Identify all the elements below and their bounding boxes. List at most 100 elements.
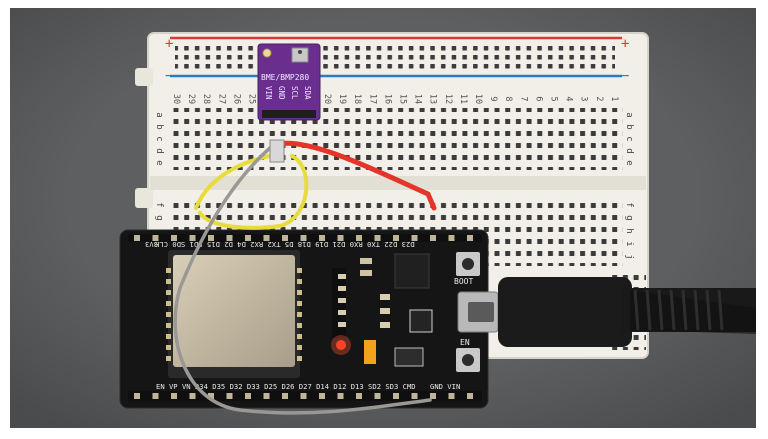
sensor-header — [262, 110, 316, 118]
en-button-cap[interactable] — [462, 354, 474, 366]
row-letter: b — [624, 124, 634, 129]
sensor-pin-label: SDA — [303, 86, 312, 100]
minus-symbol-right: − — [621, 68, 629, 84]
header-pin — [467, 393, 473, 399]
row-letter: h — [624, 228, 634, 233]
sensor-chip — [291, 47, 309, 63]
row-letter: f — [154, 202, 164, 207]
terminal-holes-abcde — [173, 108, 623, 170]
header-pin — [208, 235, 214, 241]
esp32-board: D23 D22 TX0 RX0 D21 D19 D18 D5 TX2 RX2 D… — [119, 229, 499, 409]
column-number: 18 — [352, 94, 362, 104]
castellation — [166, 301, 171, 306]
column-number: 12 — [443, 94, 453, 104]
cable-ridge — [657, 289, 664, 331]
smd-component — [338, 298, 346, 303]
micro-usb-opening — [468, 302, 494, 322]
header-pin — [171, 393, 177, 399]
header-pin — [374, 235, 381, 241]
cable-strain-relief — [633, 289, 724, 331]
column-number: 14 — [413, 94, 423, 104]
castellation — [297, 334, 302, 339]
castellation — [166, 279, 171, 284]
cable-ridge — [633, 289, 640, 331]
header-pin — [300, 393, 307, 399]
column-number: 17 — [367, 94, 377, 104]
breadboard-clip-left — [135, 68, 153, 86]
smd-component — [380, 294, 390, 300]
cable-ridge — [705, 289, 712, 331]
castellation — [297, 323, 302, 328]
row-letter: f — [624, 202, 634, 207]
header-pin — [411, 393, 418, 399]
minus-symbol-left: − — [165, 68, 173, 84]
breadboard-clip-left-2 — [135, 188, 153, 208]
header-pin — [448, 235, 455, 241]
row-letter: d — [154, 148, 164, 153]
column-number: 28 — [201, 94, 211, 104]
smd-component — [338, 310, 346, 315]
cable-ridge — [681, 289, 688, 331]
regulator-chip — [394, 347, 424, 367]
column-number: 11 — [458, 94, 468, 104]
column-number: 15 — [398, 94, 408, 104]
castellation — [297, 268, 302, 273]
jumper-wires — [173, 139, 437, 415]
power-led-glow — [331, 335, 351, 355]
header-pin — [430, 393, 436, 399]
column-number: 7 — [518, 96, 528, 101]
header-pin — [152, 393, 159, 399]
header-pin — [393, 235, 399, 241]
header-pin — [467, 235, 473, 241]
header-pin — [171, 235, 177, 241]
row-letter: i — [624, 241, 634, 246]
column-number: 8 — [503, 96, 513, 101]
row-letter: e — [154, 160, 164, 165]
tantalum-capacitor — [364, 340, 376, 364]
castellation — [166, 290, 171, 295]
column-number: 5 — [549, 96, 559, 101]
power-led — [336, 340, 346, 350]
header-pin — [282, 235, 288, 241]
header-pin — [226, 235, 233, 241]
red-wire — [275, 140, 437, 211]
wroom-shield — [173, 255, 295, 367]
sensor-vent — [298, 50, 302, 54]
row-letter: g — [154, 215, 164, 220]
gray-wire — [173, 146, 432, 415]
header-pin — [245, 235, 251, 241]
smd-resistor — [360, 258, 372, 264]
header-pin — [356, 393, 362, 399]
header-pin — [319, 393, 325, 399]
usb-plug — [498, 277, 632, 347]
cable-ridge — [669, 289, 676, 331]
header-pin — [319, 235, 325, 241]
header-pin — [189, 393, 196, 399]
sensor-label: BME/BMP280 — [261, 73, 309, 82]
header-pin — [134, 235, 140, 241]
column-number: 13 — [428, 94, 438, 104]
column-number: 3 — [579, 96, 589, 101]
header-pin — [208, 393, 214, 399]
castellation — [166, 356, 171, 361]
boot-button-cap[interactable] — [462, 258, 474, 270]
smd-component — [338, 286, 346, 291]
row-letter: j — [624, 254, 634, 259]
column-number: 25 — [247, 94, 257, 104]
cable-ridge — [717, 289, 724, 331]
castellation — [297, 345, 302, 350]
en-label: EN — [460, 338, 470, 347]
column-number: 6 — [533, 96, 543, 101]
photo: + + − − 30292827262524232221201918171615… — [10, 8, 756, 428]
castellation — [297, 312, 302, 317]
row-letter: d — [624, 148, 634, 153]
row-letter: e — [624, 160, 634, 165]
header-pin — [226, 393, 233, 399]
voltage-regulator — [409, 309, 433, 333]
top-pin-3v3: 3V3 — [145, 240, 158, 249]
castellation — [166, 312, 171, 317]
smd-component — [380, 322, 390, 328]
power-rail-holes — [175, 46, 615, 70]
